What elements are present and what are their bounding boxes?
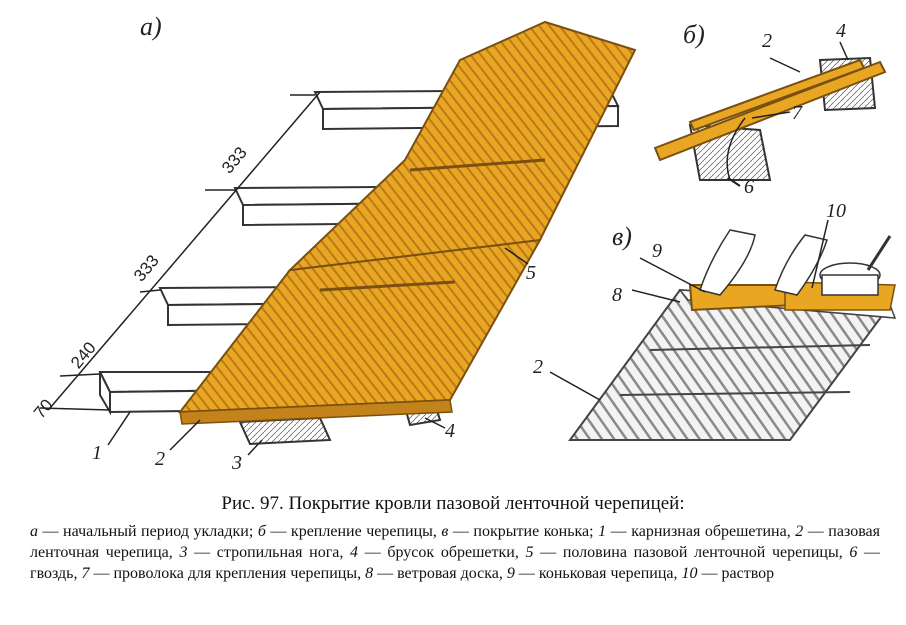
legend-text: — начальный период укладки; (38, 523, 258, 540)
legend-key: 3 (179, 544, 188, 561)
panel-b-drawing (653, 41, 887, 187)
legend-key: 2 (795, 523, 804, 540)
callout-2: 2 (155, 448, 165, 470)
tile-row-upper (287, 20, 637, 272)
callout-c-10: 10 (826, 200, 846, 222)
legend-text: — проволока для крепления черепицы, (89, 565, 366, 582)
callout-4: 4 (445, 420, 455, 442)
legend-key: 6 (849, 544, 858, 561)
panel-c-drawing (549, 219, 897, 441)
callout-b-2: 2 (762, 30, 772, 52)
rafter-leg (238, 416, 332, 446)
roof-drawing (39, 20, 897, 456)
callout-c-8: 8 (612, 284, 622, 306)
callout-leaders-a (107, 247, 529, 456)
dimension-lines (39, 91, 321, 411)
legend-key: 8 (365, 565, 374, 582)
legend-key: 9 (506, 565, 515, 582)
callout-b-4: 4 (836, 20, 846, 42)
legend-key: б (257, 523, 266, 540)
figure-caption-legend: а — начальный период укладки; б — крепле… (30, 521, 880, 584)
legend-text: — половина пазовой ленточной черепицы, (533, 544, 850, 561)
legend-key: 5 (525, 544, 534, 561)
legend-key: 1 (598, 523, 607, 540)
legend-text: — пазовая ленточная черепица, (30, 523, 881, 561)
callout-b-6: 6 (744, 176, 754, 198)
callout-c-9: 9 (652, 240, 662, 262)
legend-key: в (441, 523, 449, 540)
legend-text: — гвоздь, (30, 544, 881, 582)
callout-3: 3 (232, 452, 242, 474)
callout-5: 5 (526, 262, 536, 284)
legend-text: — карнизная обрешетина, (606, 523, 796, 540)
legend-text: — коньковая черепица, (514, 565, 682, 582)
legend-text: — ветровая доска, (373, 565, 507, 582)
panel-label-c: в) (612, 222, 632, 251)
callout-c-2: 2 (533, 356, 543, 378)
legend-text: — крепление черепицы, (265, 523, 442, 540)
legend-key: 7 (81, 565, 90, 582)
callout-1: 1 (92, 442, 102, 464)
legend-text: — стропильная нога, (187, 544, 351, 561)
figure-caption-title: Рис. 97. Покрытие кровли пазовой ленточн… (221, 493, 685, 514)
legend-key: а (30, 523, 38, 540)
tile-row-lower (177, 238, 542, 425)
panel-label-b: б) (683, 20, 705, 49)
panel-label-a: а) (140, 12, 162, 41)
legend-text: — брусок обрешетки, (358, 544, 526, 561)
legend-key: 4 (350, 544, 359, 561)
callout-b-7: 7 (792, 102, 802, 124)
legend-key: 10 (681, 565, 698, 582)
legend-text: — раствор (697, 565, 775, 582)
legend-text: — покрытие конька; (448, 523, 599, 540)
